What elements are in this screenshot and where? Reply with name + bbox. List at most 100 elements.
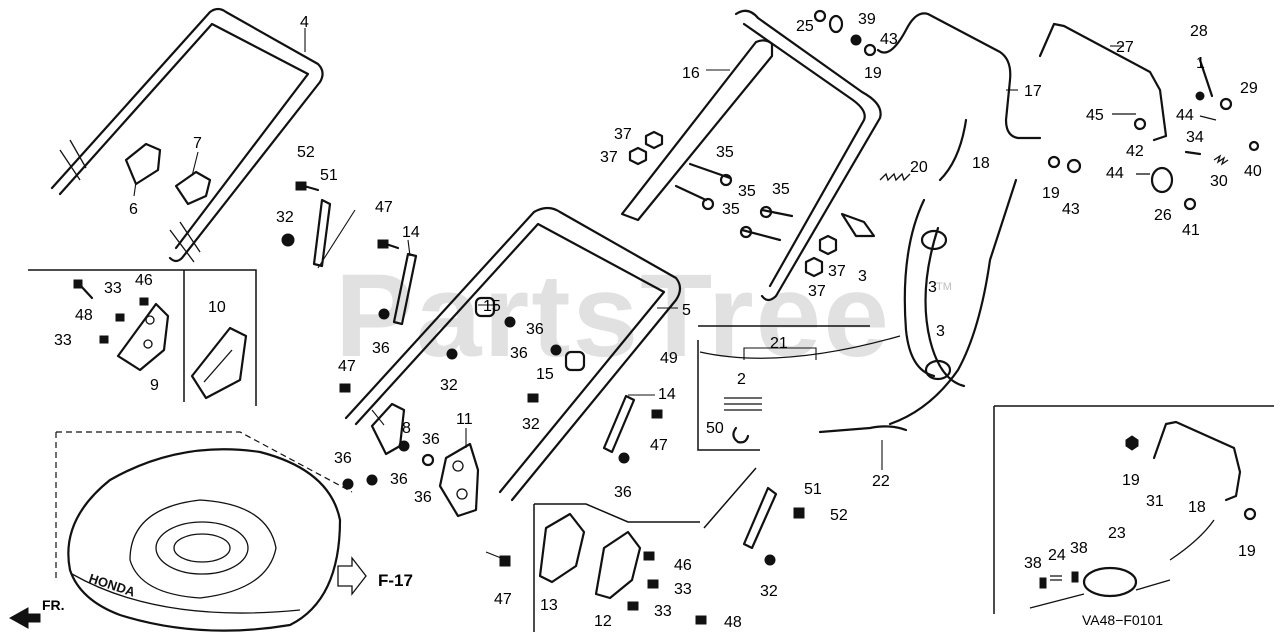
part-36-nut-d[interactable]	[398, 440, 410, 452]
part-36-nut-b[interactable]	[550, 344, 562, 356]
callout-36h[interactable]: 36	[614, 484, 632, 501]
callout-4[interactable]: 4	[300, 14, 309, 31]
part-32-nut-lower[interactable]	[764, 554, 776, 566]
callout-1[interactable]: 1	[1196, 55, 1205, 72]
callout-19c[interactable]: 19	[1122, 472, 1140, 489]
callout-28[interactable]: 28	[1190, 23, 1208, 40]
callout-39[interactable]: 39	[858, 11, 876, 28]
callout-10[interactable]: 10	[208, 299, 226, 316]
part-10-bracket[interactable]	[190, 326, 248, 400]
callout-17[interactable]: 17	[1024, 83, 1042, 100]
callout-47b[interactable]: 47	[338, 358, 356, 375]
part-34-bolt[interactable]	[1184, 150, 1202, 156]
callout-5[interactable]: 5	[682, 302, 691, 319]
callout-51a[interactable]: 51	[320, 167, 338, 184]
callout-37b[interactable]: 37	[600, 149, 618, 166]
callout-35a[interactable]: 35	[716, 144, 734, 161]
part-51-rod-lower[interactable]	[742, 486, 778, 550]
callout-41[interactable]: 41	[1182, 222, 1200, 239]
part-25-washer[interactable]	[828, 14, 844, 34]
callout-48a[interactable]: 48	[75, 307, 93, 324]
callout-23[interactable]: 23	[1108, 525, 1126, 542]
part-37-nut-c[interactable]	[818, 234, 838, 256]
part-19-nut-d[interactable]	[1243, 507, 1257, 521]
part-33-screw-a[interactable]	[115, 313, 125, 322]
part-47-bolt-c[interactable]	[651, 409, 663, 419]
part-40-nut[interactable]	[1248, 140, 1260, 152]
part-13-bracket[interactable]	[538, 512, 586, 584]
part-36-nut-a[interactable]	[504, 316, 516, 328]
callout-32c[interactable]: 32	[522, 416, 540, 433]
callout-36c[interactable]: 36	[510, 345, 528, 362]
part-35-bolt-c[interactable]	[759, 205, 794, 219]
part-15-pad-b[interactable]	[564, 350, 586, 372]
callout-46b[interactable]: 46	[674, 557, 692, 574]
part-26-knob[interactable]	[1150, 166, 1174, 194]
callout-40[interactable]: 40	[1244, 163, 1262, 180]
callout-35d[interactable]: 35	[722, 201, 740, 218]
callout-11[interactable]: 11	[456, 411, 473, 428]
callout-30[interactable]: 30	[1210, 173, 1228, 190]
part-9-bracket[interactable]	[116, 302, 170, 372]
callout-36a[interactable]: 36	[372, 340, 390, 357]
part-36-nut-g[interactable]	[421, 453, 435, 467]
part-46-screw-a[interactable]	[139, 297, 149, 306]
part-19-nut-c[interactable]	[1125, 435, 1139, 451]
callout-38a[interactable]: 38	[1024, 555, 1042, 572]
callout-36e[interactable]: 36	[334, 450, 352, 467]
callout-49[interactable]: 49	[660, 350, 678, 367]
part-20-spring[interactable]	[879, 172, 911, 182]
callout-33b[interactable]: 33	[54, 332, 72, 349]
callout-47c[interactable]: 47	[650, 437, 668, 454]
part-3-cable-clamp-c[interactable]	[924, 359, 952, 381]
callout-37c[interactable]: 37	[828, 263, 846, 280]
callout-32a[interactable]: 32	[276, 209, 294, 226]
part-37-nut-a[interactable]	[644, 130, 664, 150]
callout-51b[interactable]: 51	[804, 481, 822, 498]
part-30-spring[interactable]	[1213, 154, 1229, 166]
part-36-nut-c[interactable]	[378, 308, 390, 320]
callout-35c[interactable]: 35	[772, 181, 790, 198]
callout-36d[interactable]: 36	[422, 431, 440, 448]
callout-32d[interactable]: 32	[760, 583, 778, 600]
callout-35b[interactable]: 35	[738, 183, 756, 200]
part-42-washer[interactable]	[1133, 117, 1147, 131]
callout-2[interactable]: 2	[737, 371, 746, 388]
part-52-bolt-lower[interactable]	[793, 507, 805, 519]
part-36-nut-f[interactable]	[366, 474, 378, 486]
part-12-bracket[interactable]	[594, 530, 642, 600]
part-46-screw-b[interactable]	[643, 551, 655, 561]
callout-21[interactable]: 21	[770, 335, 788, 352]
callout-19a[interactable]: 19	[864, 65, 882, 82]
throttle-cables[interactable]	[699, 178, 1018, 426]
callout-47d[interactable]: 47	[494, 591, 512, 608]
part-36-nut-h[interactable]	[618, 452, 630, 464]
part-18-cable-a[interactable]	[938, 118, 968, 182]
part-19-nut-b[interactable]	[1047, 155, 1061, 169]
callout-14b[interactable]: 14	[658, 386, 676, 403]
callout-19d[interactable]: 19	[1238, 543, 1256, 560]
callout-13[interactable]: 13	[540, 597, 558, 614]
part-48-bolt-b[interactable]	[695, 615, 707, 625]
callout-9[interactable]: 9	[150, 377, 159, 394]
callout-36f[interactable]: 36	[390, 471, 408, 488]
callout-3b[interactable]: 3	[928, 279, 937, 296]
callout-26[interactable]: 26	[1154, 207, 1172, 224]
part-3-cable-clamp-a[interactable]	[840, 212, 876, 238]
part-43-washer-b[interactable]	[1066, 158, 1082, 174]
callout-25[interactable]: 25	[796, 18, 814, 35]
part-32-nut-upper[interactable]	[281, 233, 295, 247]
part-35-bolt-a[interactable]	[688, 162, 733, 187]
part-38-bolt-a[interactable]	[1039, 577, 1047, 589]
callout-12[interactable]: 12	[594, 613, 612, 630]
callout-18b[interactable]: 18	[1188, 499, 1206, 516]
part-1-bolt[interactable]	[1195, 91, 1205, 101]
callout-36g[interactable]: 36	[414, 489, 432, 506]
part-28-pin[interactable]	[1198, 58, 1214, 98]
callout-32b[interactable]: 32	[440, 377, 458, 394]
part-38-bolt-b[interactable]	[1071, 571, 1079, 583]
part-37-nut-d[interactable]	[804, 256, 824, 278]
part-35-bolt-d[interactable]	[739, 225, 782, 242]
part-41-nut[interactable]	[1183, 197, 1197, 211]
part-48-bolt-a[interactable]	[73, 279, 94, 300]
